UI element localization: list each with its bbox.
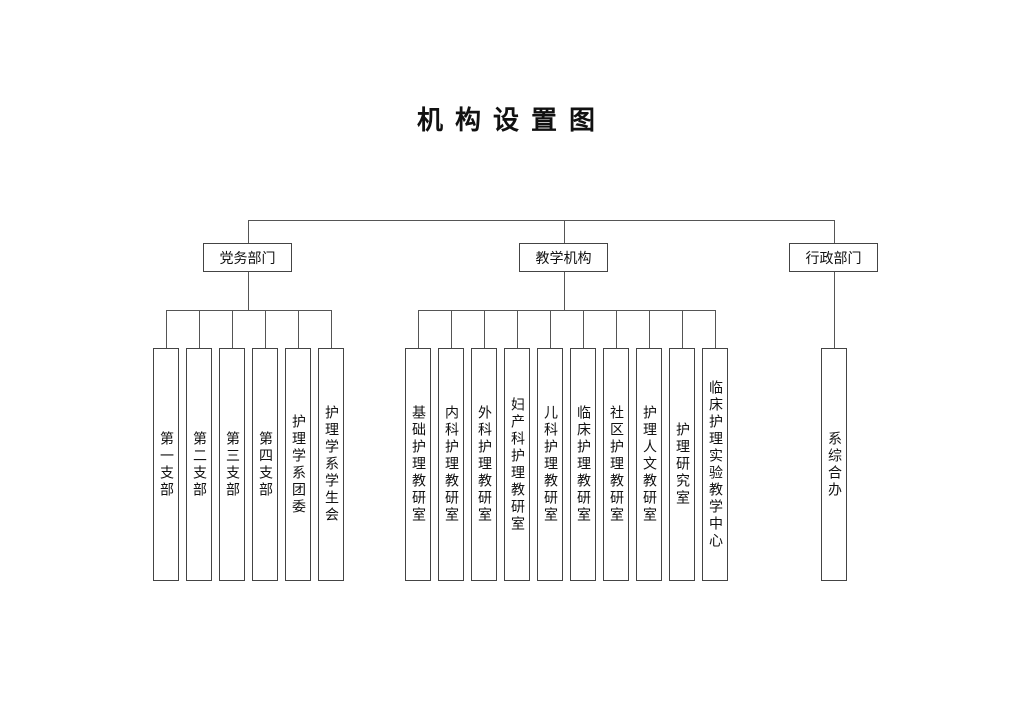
unit-box: 第一支部 bbox=[153, 348, 179, 581]
connector-line bbox=[682, 310, 683, 348]
unit-label: 妇产科护理教研室 bbox=[509, 396, 525, 533]
connector-line bbox=[715, 310, 716, 348]
unit-label: 第四支部 bbox=[257, 430, 273, 499]
unit-label: 社区护理教研室 bbox=[608, 405, 624, 524]
unit-box: 临床护理实验教学中心 bbox=[702, 348, 728, 581]
department-box: 教学机构 bbox=[519, 243, 608, 272]
unit-box: 护理人文教研室 bbox=[636, 348, 662, 581]
connector-line bbox=[834, 272, 835, 348]
connector-line bbox=[616, 310, 617, 348]
connector-line bbox=[331, 310, 332, 348]
unit-box: 外科护理教研室 bbox=[471, 348, 497, 581]
connector-line bbox=[248, 272, 249, 310]
connector-line bbox=[564, 220, 565, 243]
connector-line bbox=[484, 310, 485, 348]
unit-label: 系综合办 bbox=[826, 430, 842, 499]
unit-box: 儿科护理教研室 bbox=[537, 348, 563, 581]
unit-box: 内科护理教研室 bbox=[438, 348, 464, 581]
department-box: 党务部门 bbox=[203, 243, 292, 272]
unit-label: 护理学系团委 bbox=[290, 413, 306, 516]
unit-box: 第四支部 bbox=[252, 348, 278, 581]
connector-line bbox=[550, 310, 551, 348]
connector-line bbox=[451, 310, 452, 348]
unit-box: 基础护理教研室 bbox=[405, 348, 431, 581]
connector-line bbox=[418, 310, 419, 348]
unit-label: 第二支部 bbox=[191, 430, 207, 499]
unit-label: 基础护理教研室 bbox=[410, 405, 426, 524]
connector-line bbox=[418, 310, 716, 311]
connector-line bbox=[248, 220, 249, 243]
connector-line bbox=[248, 220, 835, 221]
connector-line bbox=[166, 310, 167, 348]
chart-title: 机构设置图 bbox=[416, 106, 607, 136]
unit-box: 社区护理教研室 bbox=[603, 348, 629, 581]
unit-label: 护理人文教研室 bbox=[641, 405, 657, 524]
unit-label: 临床护理实验教学中心 bbox=[707, 379, 723, 550]
unit-label: 临床护理教研室 bbox=[575, 405, 591, 524]
unit-label: 护理学系学生会 bbox=[323, 405, 339, 524]
unit-box: 系综合办 bbox=[821, 348, 847, 581]
connector-line bbox=[232, 310, 233, 348]
unit-label: 内科护理教研室 bbox=[443, 405, 459, 524]
connector-line bbox=[583, 310, 584, 348]
unit-label: 第三支部 bbox=[224, 430, 240, 499]
connector-line bbox=[265, 310, 266, 348]
connector-line bbox=[517, 310, 518, 348]
unit-box: 妇产科护理教研室 bbox=[504, 348, 530, 581]
unit-box: 第三支部 bbox=[219, 348, 245, 581]
connector-line bbox=[564, 272, 565, 310]
unit-label: 外科护理教研室 bbox=[476, 405, 492, 524]
unit-box: 护理学系团委 bbox=[285, 348, 311, 581]
department-box: 行政部门 bbox=[789, 243, 878, 272]
unit-box: 护理学系学生会 bbox=[318, 348, 344, 581]
connector-line bbox=[199, 310, 200, 348]
connector-line bbox=[834, 220, 835, 243]
unit-label: 护理研究室 bbox=[674, 422, 690, 507]
unit-box: 临床护理教研室 bbox=[570, 348, 596, 581]
connector-line bbox=[166, 310, 332, 311]
unit-label: 儿科护理教研室 bbox=[542, 405, 558, 524]
unit-box: 护理研究室 bbox=[669, 348, 695, 581]
unit-box: 第二支部 bbox=[186, 348, 212, 581]
connector-line bbox=[298, 310, 299, 348]
connector-line bbox=[649, 310, 650, 348]
unit-label: 第一支部 bbox=[158, 430, 174, 499]
